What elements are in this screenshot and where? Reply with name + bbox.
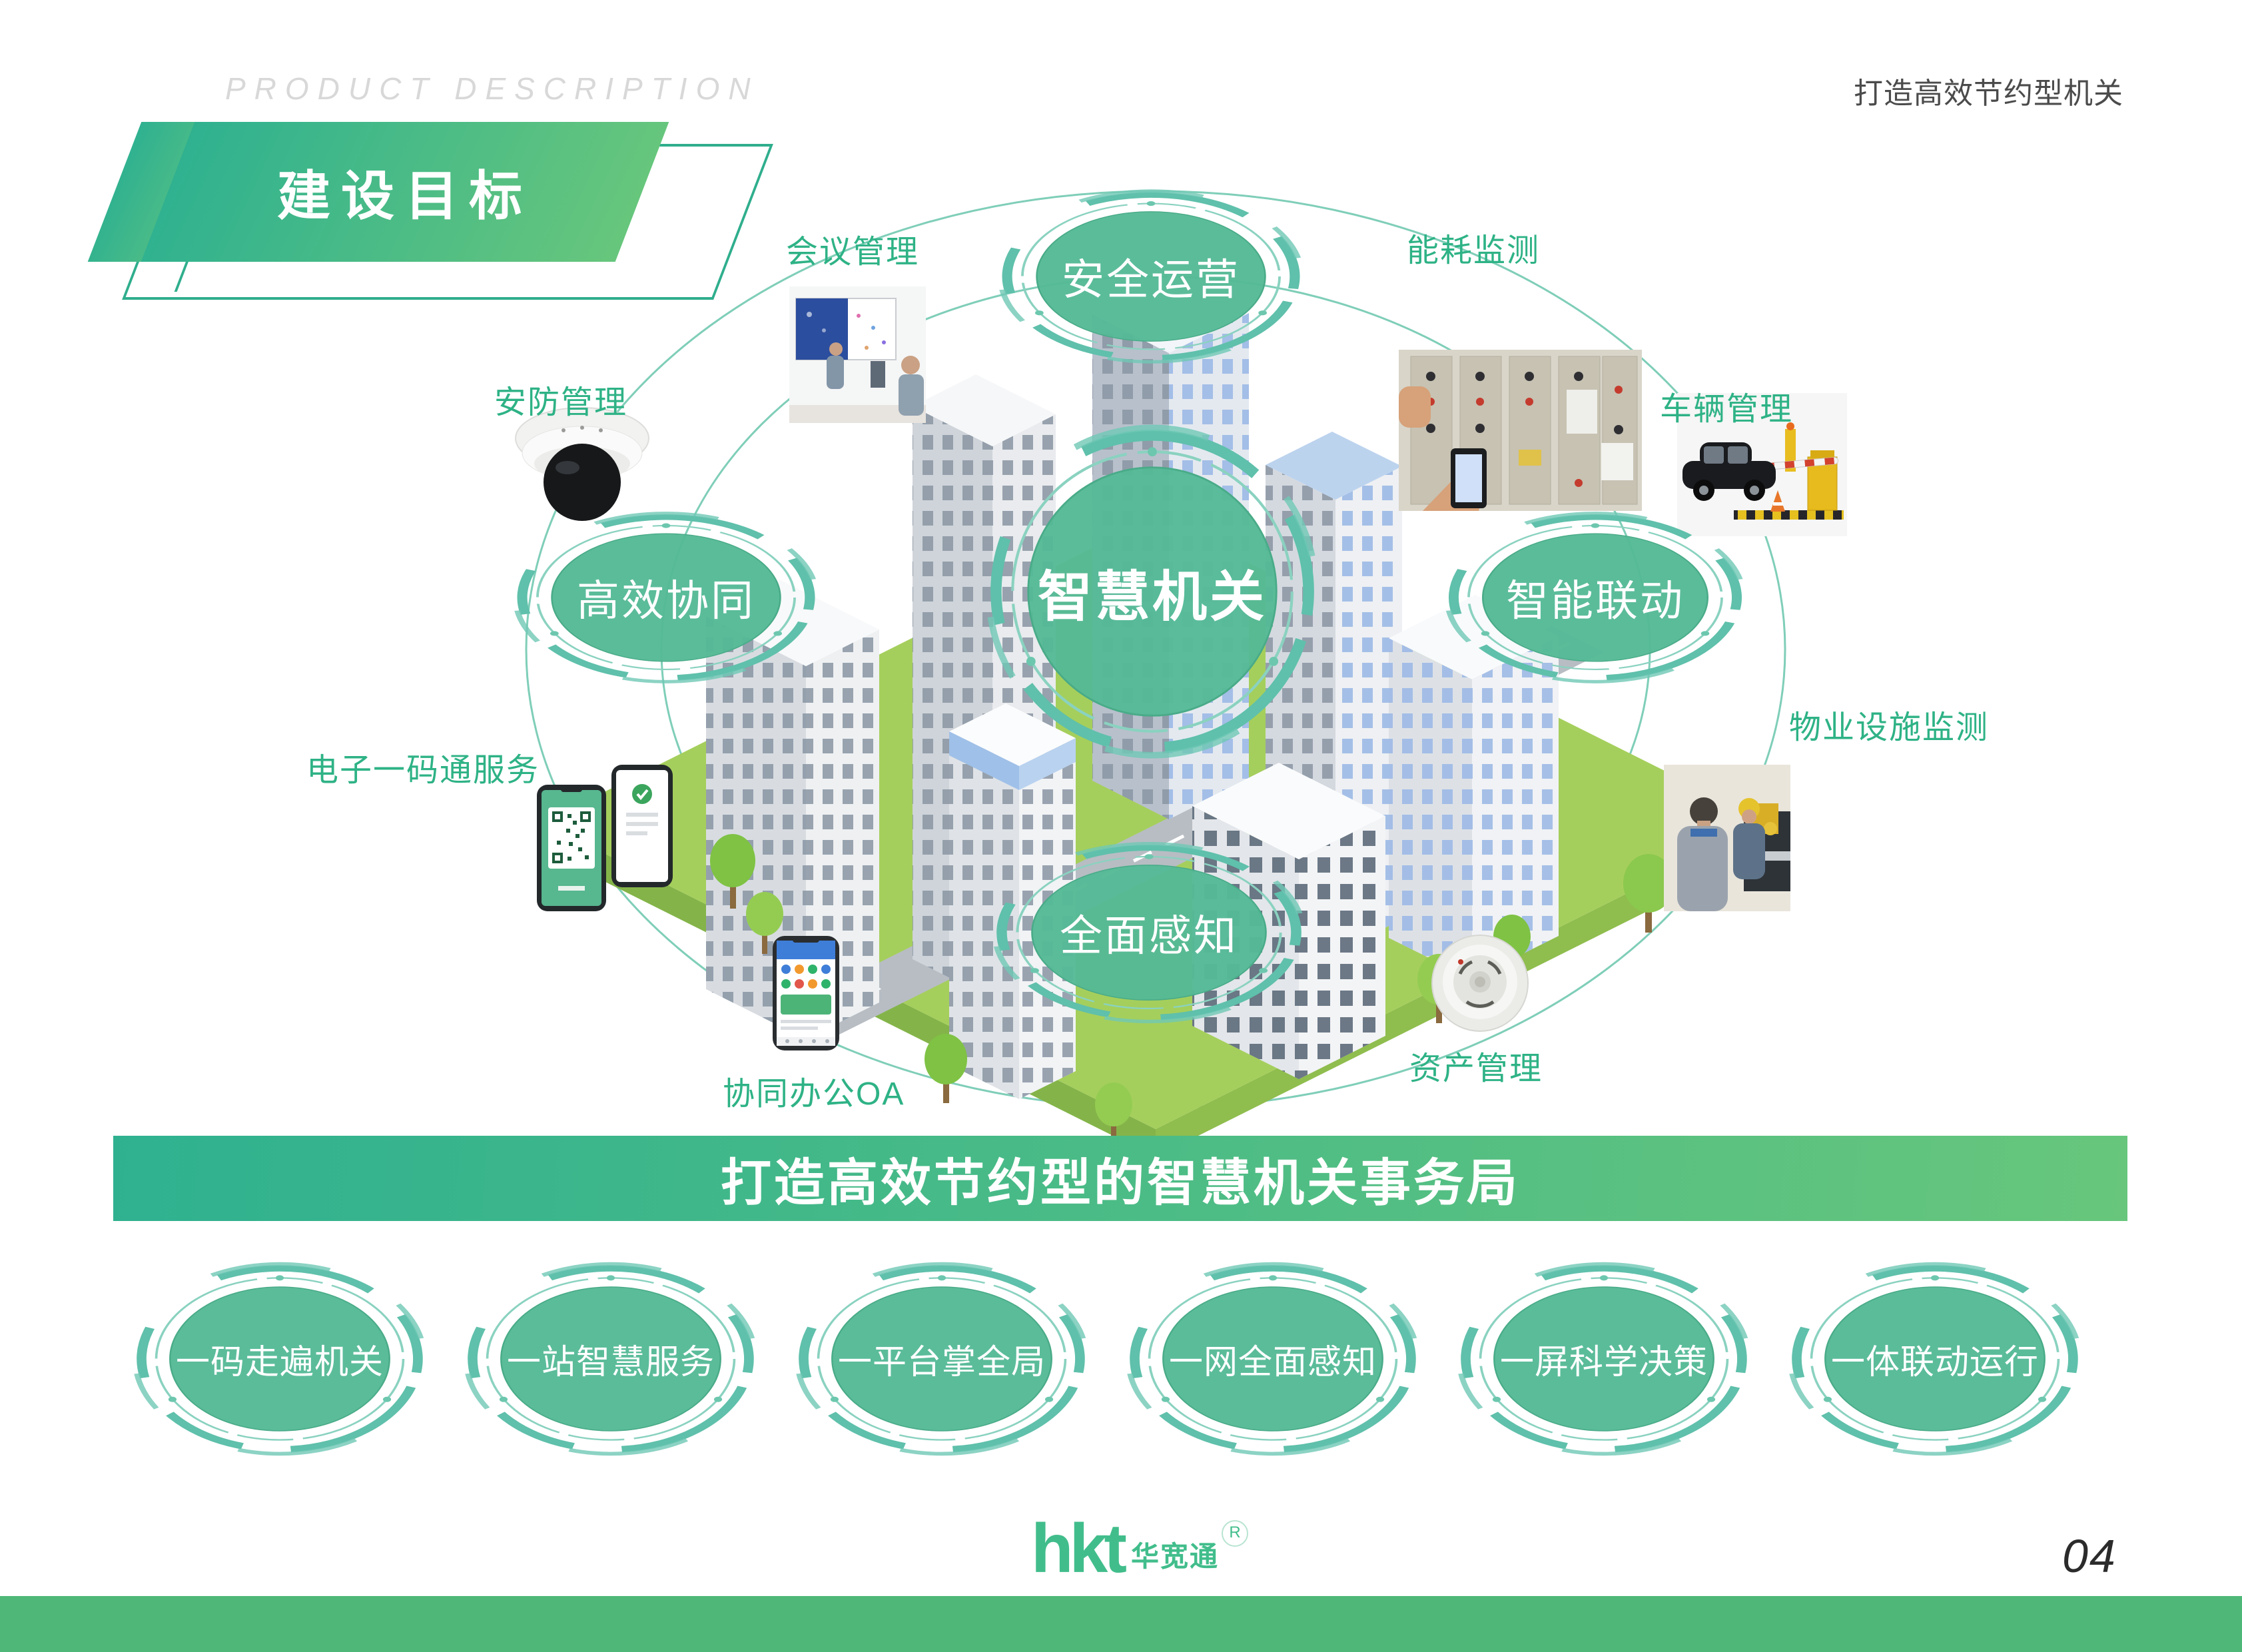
goal-label-1: 一码走遍机关 <box>175 1343 384 1381</box>
detector-photo <box>1431 935 1529 1032</box>
label-security-management: 安防管理 <box>494 385 628 420</box>
oa-phone-photo <box>773 936 839 1050</box>
goal-label-5: 一屏科学决策 <box>1499 1343 1708 1381</box>
node-label-intelligent-linkage: 智能联动 <box>1506 577 1684 625</box>
label-oa-office: 协同办公OA <box>723 1076 905 1112</box>
building-right-wide <box>1389 595 1559 979</box>
slogan-text: 打造高效节约型的智慧机关事务局 <box>721 1155 1520 1212</box>
goal-label-4: 一网全面感知 <box>1168 1343 1377 1381</box>
logo-mark-text: hkt <box>1031 1509 1127 1587</box>
label-asset-management: 资产管理 <box>1409 1051 1543 1086</box>
eyebrow-text: PRODUCT DESCRIPTION <box>225 71 759 106</box>
label-ecode-service: 电子一码通服务 <box>306 753 540 788</box>
camera-photo <box>515 407 649 521</box>
workers-photo <box>1664 765 1790 911</box>
logo-cn-text: 华宽通 <box>1131 1541 1220 1572</box>
footer-bar <box>0 1596 2242 1652</box>
section-title: 建设目标 <box>277 167 533 226</box>
goal-label-2: 一站智慧服务 <box>506 1343 715 1381</box>
company-logo: hkt 华宽通 R <box>1031 1509 1249 1587</box>
header-right-text: 打造高效节约型机关 <box>1854 77 2123 110</box>
slogan-banner: 打造高效节约型的智慧机关事务局 <box>113 1136 2127 1221</box>
node-label-safe-operations: 安全运营 <box>1062 256 1240 304</box>
section-title-banner: 建设目标 <box>141 122 669 262</box>
goal-label-3: 一平台掌全局 <box>837 1343 1046 1381</box>
node-label-smart-government: 智慧机关 <box>1037 566 1267 627</box>
label-property-monitoring: 物业设施监测 <box>1789 710 1990 745</box>
registered-mark-icon: R <box>1222 1520 1249 1547</box>
label-meeting-management: 会议管理 <box>786 234 920 270</box>
node-label-efficient-collaboration: 高效协同 <box>577 577 755 625</box>
vehicle-photo <box>1677 393 1847 536</box>
label-vehicle-management: 车辆管理 <box>1660 392 1794 427</box>
building-left-slab <box>706 580 879 1039</box>
node-label-full-perception: 全面感知 <box>1060 912 1238 960</box>
energy-photo <box>1399 350 1642 511</box>
qr-phones-photo <box>537 765 673 911</box>
meeting-photo <box>789 286 926 423</box>
label-energy-monitoring: 能耗监测 <box>1407 233 1541 268</box>
goal-label-6: 一体联动运行 <box>1830 1343 2039 1381</box>
page-number: 04 <box>2062 1530 2117 1582</box>
